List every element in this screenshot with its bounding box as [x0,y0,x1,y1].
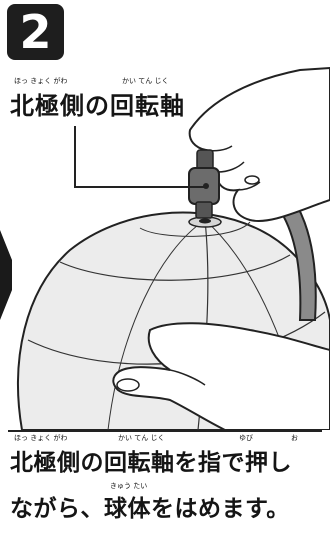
hand-bottom [112,322,330,430]
ruby-hokkyokugawa: ほっ きょく がわ [14,77,68,85]
side-arrow-icon [0,230,12,320]
instruction-text: ほっ きょく がわ かい てん じく ゆび お 北極側の回転軸を指で押し きゅう… [10,433,325,543]
ruby-kaitenjiku: かい てん じく [122,77,169,85]
divider-line [8,430,322,432]
callout-leader-line [74,126,204,188]
instruction-line-1: 北極側の回転軸を指で押し [10,450,292,476]
axis-callout: ほっ きょく がわ かい てん じく 北極側の回転軸 [10,76,210,136]
globe-assembly-illustration [0,66,330,430]
instruction-line-2: ながら、球体をはめます。 [10,496,290,522]
step-number-badge: 2 [7,4,64,60]
ruby-kyuutai: きゅう たい [110,482,148,490]
ruby-hokkyokugawa-2: ほっ きょく がわ [14,434,68,442]
ruby-o: お [291,434,298,442]
ruby-yubi: ゆび [239,434,253,442]
callout-label: 北極側の回転軸 [10,92,185,120]
ruby-kaitenjiku-2: かい てん じく [118,434,165,442]
